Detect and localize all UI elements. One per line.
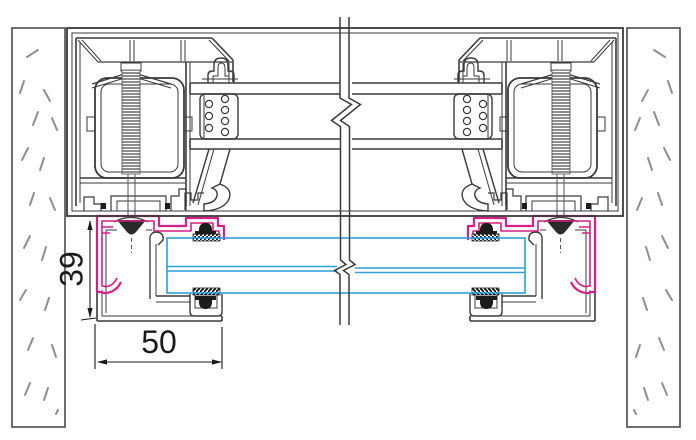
coupling-clip: [207, 57, 235, 83]
break-line: [330, 17, 362, 325]
dimension-width-label: 50: [141, 324, 177, 360]
highlighted-adapter-profile: [95, 214, 226, 295]
dimension-annotations: 39 50: [53, 220, 223, 369]
adapter-profile-body: [96, 229, 223, 322]
outer-frame: [66, 27, 624, 217]
dimension-height: 39: [53, 220, 97, 321]
glazing-unit: [166, 237, 526, 294]
wall-hatch-pattern: [19, 49, 59, 415]
fastening-screw: [113, 62, 149, 253]
section-left-half: [11, 27, 340, 428]
section-right-half-mirror: [350, 26, 682, 429]
dimension-width: 50: [94, 324, 223, 369]
dimension-height-label: 39: [53, 251, 89, 287]
masonry-wall: [11, 27, 66, 428]
steel-coupling: [184, 57, 340, 212]
coupling-holes: [204, 94, 230, 137]
screw-head: [117, 220, 146, 235]
